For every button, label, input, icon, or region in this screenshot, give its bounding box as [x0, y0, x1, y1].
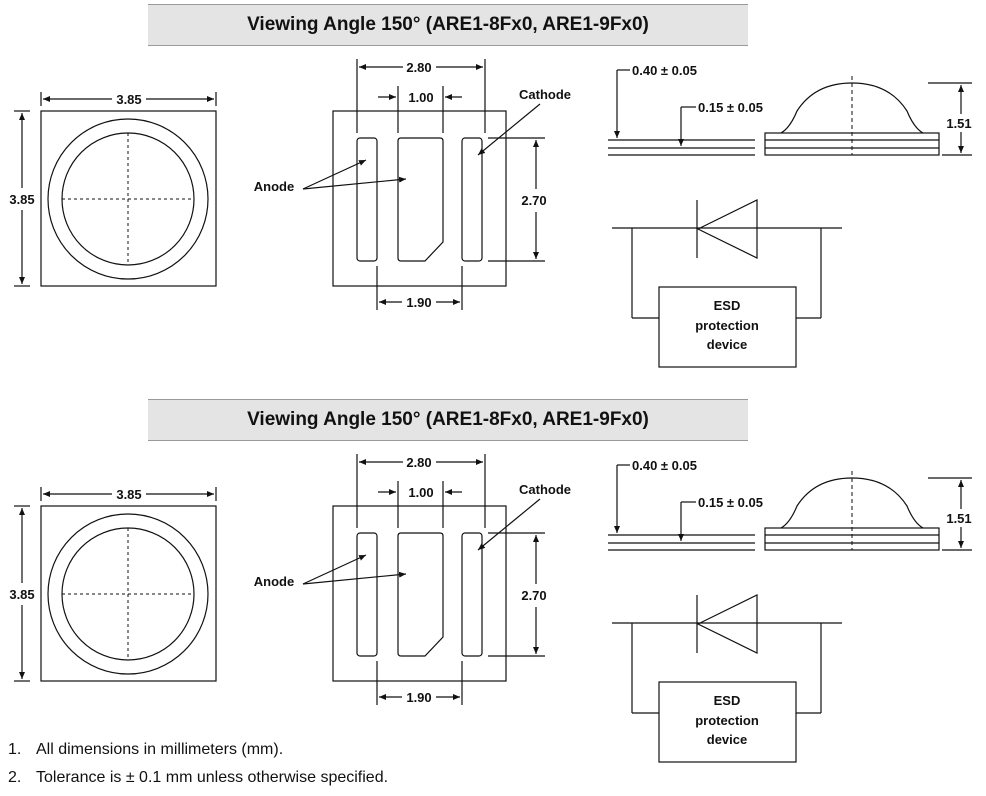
note-text: Tolerance is ± 0.1 mm unless otherwise s…	[36, 769, 389, 786]
drawing-section-2: Viewing Angle 150° (ARE1-8Fx0, ARE1-9Fx0…	[0, 395, 986, 790]
lens-outer-circle	[47, 118, 209, 280]
thickness-2-label: 0.15 ± 0.05	[698, 100, 763, 115]
thickness-2-label: 0.15 ± 0.05	[698, 495, 763, 510]
esd-protection-box	[658, 286, 797, 368]
pad-span-label: 2.80	[406, 60, 431, 75]
package-drawing: 3.85 3.85 2.80 1.00 2.70 1.90 Cathode An…	[9, 454, 972, 763]
pad-center	[397, 137, 444, 262]
anode-label: Anode	[254, 574, 294, 589]
side-view	[608, 69, 972, 156]
height-label: 1.51	[946, 511, 971, 526]
thickness-1-label: 0.40 ± 0.05	[632, 458, 697, 473]
note-number: 2.	[8, 769, 22, 786]
pad-right	[461, 532, 483, 657]
top-width-label: 3.85	[116, 92, 141, 107]
diode-icon	[696, 594, 758, 654]
section-title: Viewing Angle 150° (ARE1-8Fx0, ARE1-9Fx0…	[148, 4, 748, 46]
package-drawing: 3.85 3.85 2.80 1.00 2.70 1.90 Cathode An…	[9, 59, 972, 368]
esd-circuit	[612, 199, 842, 368]
package-body	[764, 527, 940, 551]
esd-label-line3: device	[707, 337, 747, 352]
pad-height-label: 2.70	[521, 193, 546, 208]
top-width-label: 3.85	[116, 487, 141, 502]
note-number: 1.	[8, 741, 22, 758]
bottom-view	[302, 454, 545, 705]
package-outline	[40, 110, 217, 287]
center-pad-width-label: 1.00	[408, 90, 433, 105]
top-height-label: 3.85	[9, 192, 34, 207]
package-outline	[332, 505, 507, 682]
bottom-span-label: 1.90	[406, 295, 431, 310]
cathode-label: Cathode	[519, 87, 571, 102]
side-view	[608, 464, 972, 551]
top-view	[14, 487, 217, 682]
top-view	[14, 92, 217, 287]
pad-left	[356, 532, 378, 657]
pad-center	[397, 532, 444, 657]
esd-circuit	[612, 594, 842, 763]
lens-outer-circle	[47, 513, 209, 675]
esd-label-line1: ESD	[714, 298, 741, 313]
anode-label: Anode	[254, 179, 294, 194]
section-title: Viewing Angle 150° (ARE1-8Fx0, ARE1-9Fx0…	[148, 399, 748, 441]
center-pad-width-label: 1.00	[408, 485, 433, 500]
package-outline	[332, 110, 507, 287]
pad-left	[356, 137, 378, 262]
note-item: 2. Tolerance is ± 0.1 mm unless otherwis…	[8, 768, 388, 796]
esd-label-line2: protection	[695, 713, 759, 728]
package-body	[764, 132, 940, 156]
diode-icon	[696, 199, 758, 259]
esd-label-line3: device	[707, 732, 747, 747]
esd-protection-box	[658, 681, 797, 763]
package-outline	[40, 505, 217, 682]
notes-list: 1. All dimensions in millimeters (mm). 2…	[8, 740, 388, 796]
height-label: 1.51	[946, 116, 971, 131]
pad-right	[461, 137, 483, 262]
note-item: 1. All dimensions in millimeters (mm).	[8, 740, 388, 768]
cathode-label: Cathode	[519, 482, 571, 497]
thickness-1-label: 0.40 ± 0.05	[632, 63, 697, 78]
pad-span-label: 2.80	[406, 455, 431, 470]
bottom-span-label: 1.90	[406, 690, 431, 705]
bottom-view	[302, 59, 545, 310]
esd-label-line1: ESD	[714, 693, 741, 708]
top-height-label: 3.85	[9, 587, 34, 602]
note-text: All dimensions in millimeters (mm).	[36, 741, 284, 758]
drawing-section-1: Viewing Angle 150° (ARE1-8Fx0, ARE1-9Fx0…	[0, 0, 986, 395]
pad-height-label: 2.70	[521, 588, 546, 603]
esd-label-line2: protection	[695, 318, 759, 333]
